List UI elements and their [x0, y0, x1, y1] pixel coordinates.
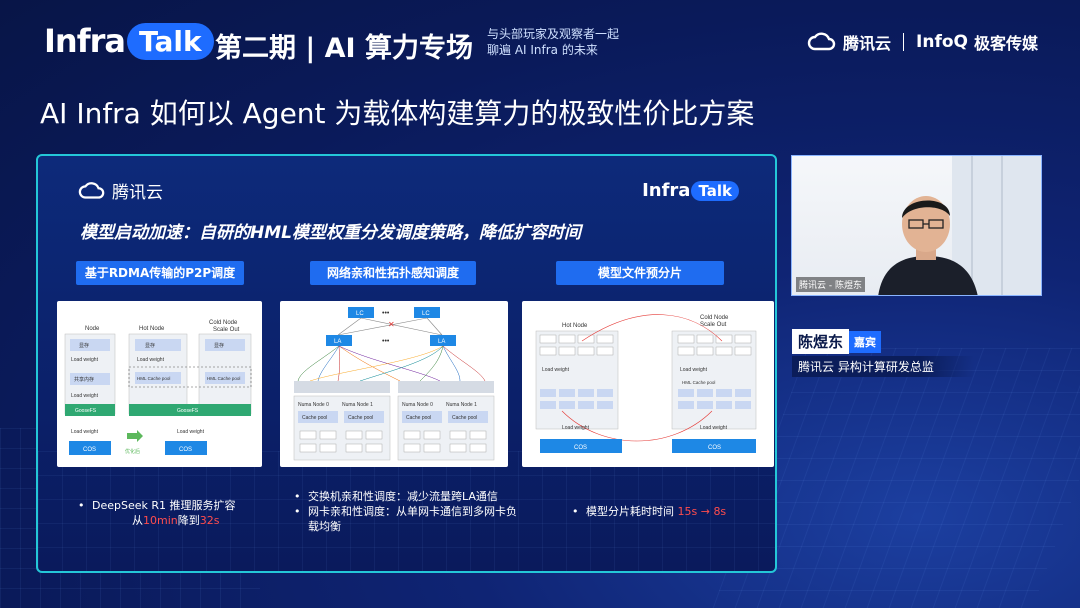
issue-title: 第二期 | AI 算力专场 [215, 33, 474, 64]
d2-numa1b: Numa Node 1 [446, 402, 477, 408]
d2-cache1: Cache pool [302, 415, 327, 421]
d2-la2: LA [438, 339, 445, 345]
d3-load4: Load weight [700, 425, 728, 431]
d2-cache4: Cache pool [452, 415, 477, 421]
d3-cold2: Scale Out [700, 322, 727, 328]
bullet-nic-affinity: 网卡亲和性调度：从单网卡通信到多网卡负载均衡 [294, 504, 524, 534]
speaker-title: 腾讯云 异构计算研发总监 [792, 356, 974, 377]
d1-load5: Load weight [177, 429, 205, 435]
d1-load2: Load weight [137, 357, 165, 363]
d1-col-node: Node [85, 326, 100, 332]
bullet-switch-affinity: 交换机亲和性调度：减少流量跨LA通信 [294, 489, 524, 504]
partner-logos: 腾讯云 InfoQ 极客传媒 [807, 30, 1038, 54]
slide-infratalk-logo: Infra Talk [642, 180, 739, 201]
bullet-sharding-text: 模型分片耗时时间 [586, 505, 674, 518]
section-model-sharding: 模型文件预分片 [556, 261, 724, 285]
bullets-p2p: DeepSeek R1 推理服务扩容 从10min降到32s [78, 498, 278, 528]
d3-load1: Load weight [542, 367, 570, 373]
bullet-sharding-hl: 15s → 8s [677, 505, 727, 518]
d3-load3: Load weight [562, 425, 590, 431]
tagline: 与头部玩家及观察者一起 聊遍 AI Infra 的未来 [487, 26, 619, 58]
bullet-deepseek-mid: 降到 [177, 514, 200, 527]
speaker-figure [878, 156, 1041, 295]
d2-lc2: LC [422, 311, 430, 317]
camera-label: 腾讯云 - 陈煜东 [796, 277, 865, 292]
d1-vram2: 显存 [145, 342, 155, 349]
tencent-cloud-icon [807, 32, 836, 51]
d1-load3: Load weight [71, 393, 99, 399]
d1-shared-mem: 共享内存 [74, 376, 94, 383]
d3-cold: Cold Node [700, 315, 729, 321]
partner-geekmedia: 极客传媒 [973, 34, 1038, 53]
d2-dots1: ••• [382, 310, 390, 317]
d1-col-cold2: Scale Out [213, 327, 240, 333]
d3-cos1: COS [574, 445, 587, 451]
presentation-slide: 腾讯云 Infra Talk 模型启动加速：自研的HML模型权重分发调度策略，降… [36, 154, 777, 573]
d2-cache3: Cache pool [406, 415, 431, 421]
tagline-line2: 聊遍 AI Infra 的未来 [487, 43, 598, 57]
d1-cos1: COS [83, 447, 96, 453]
d2-numa0b: Numa Node 0 [402, 402, 433, 408]
d2-cache2: Cache pool [348, 415, 373, 421]
camera-label-text: 腾讯云 - 陈煜东 [799, 281, 862, 291]
d2-lc1: LC [356, 311, 364, 317]
d2-dots2: ••• [382, 338, 390, 345]
diagram-network: LC LC ••• ✕ LA LA ••• [280, 301, 508, 467]
d1-load4: Load weight [71, 429, 99, 435]
tencent-cloud-icon [78, 181, 105, 199]
bullets-sharding: 模型分片耗时时间 15s → 8s [572, 504, 772, 519]
d2-numa1a: Numa Node 1 [342, 402, 373, 408]
section-network-affinity: 网络亲和性拓扑感知调度 [310, 261, 476, 285]
brand-infra: Infra [44, 22, 126, 60]
d3-hml-label: HML Cache pool [682, 380, 715, 385]
speaker-video: 腾讯云 - 陈煜东 [791, 155, 1042, 296]
main-title: AI Infra 如何以 Agent 为载体构建算力的极致性价比方案 [40, 97, 755, 130]
bullet-deepseek: DeepSeek R1 推理服务扩容 从10min降到32s [78, 498, 278, 528]
d1-hml1: HML Cache pool [137, 376, 170, 381]
tagline-line1: 与头部玩家及观察者一起 [487, 27, 620, 41]
brand-talk: Talk [126, 22, 214, 60]
diagram-p2p: Node Hot Node Cold Node Scale Out 显存 显存 … [57, 301, 262, 467]
partner-infoq: InfoQ [916, 32, 968, 52]
d1-goosefs1: GooseFS [75, 408, 97, 414]
d2-la1: LA [334, 339, 341, 345]
svg-text:✕: ✕ [388, 320, 395, 329]
d1-optimized: 优化后 [125, 448, 140, 455]
d1-hml2: HML Cache pool [207, 376, 240, 381]
speaker-role-badge: 嘉宾 [849, 330, 882, 353]
slide-tencent-logo: 腾讯云 [78, 178, 163, 203]
diagram-sharding: Hot Node Cold Node Scale Out Load weight… [522, 301, 774, 467]
slide-brand-infra: Infra [642, 180, 691, 201]
slide-brand-talk: Talk [691, 180, 739, 201]
d3-hot: Hot Node [562, 323, 588, 329]
d3-load2: Load weight [680, 367, 708, 373]
infratalk-logo: Infra Talk [44, 22, 214, 60]
d1-col-hot: Hot Node [139, 326, 165, 332]
d1-cos2: COS [179, 447, 192, 453]
d1-load1: Load weight [71, 357, 99, 363]
bullets-network: 交换机亲和性调度：减少流量跨LA通信 网卡亲和性调度：从单网卡通信到多网卡负载均… [294, 489, 524, 534]
d3-cos2: COS [708, 445, 721, 451]
d1-goosefs2: GooseFS [177, 408, 199, 414]
speaker-nameplate: 陈煜东 嘉宾 腾讯云 异构计算研发总监 [792, 329, 974, 377]
slide-heading: 模型启动加速：自研的HML模型权重分发调度策略，降低扩容时间 [80, 223, 581, 243]
slide-logo-text: 腾讯云 [112, 183, 163, 203]
d2-numa0a: Numa Node 0 [298, 402, 329, 408]
partner-tencent-cloud: 腾讯云 [843, 34, 892, 53]
section-rdma-p2p: 基于RDMA传输的P2P调度 [76, 261, 244, 285]
d1-col-cold: Cold Node [209, 320, 238, 326]
d1-vram3: 显存 [214, 342, 224, 349]
bullet-deepseek-hl2: 32s [199, 514, 220, 527]
bullet-deepseek-hl1: 10min [143, 514, 178, 527]
bullet-deepseek-line1: DeepSeek R1 推理服务扩容 [92, 499, 236, 512]
speaker-name: 陈煜东 [792, 329, 850, 354]
bullet-sharding: 模型分片耗时时间 15s → 8s [572, 504, 772, 519]
partner-divider [903, 33, 905, 51]
d1-vram1: 显存 [79, 342, 89, 349]
bullet-deepseek-pre: 从 [132, 514, 143, 527]
